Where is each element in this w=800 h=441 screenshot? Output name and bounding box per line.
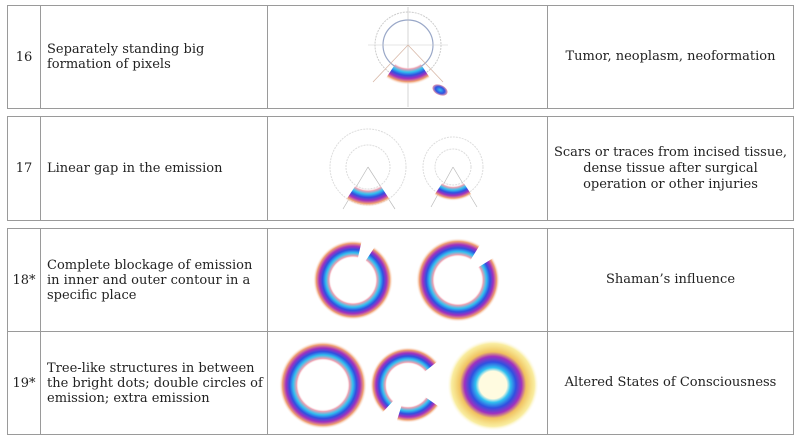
table-row: 17 Linear gap in the emission Scars or t… bbox=[7, 116, 794, 221]
row-description: Complete blockage of emission in inner a… bbox=[41, 229, 268, 331]
row-number: 17 bbox=[8, 117, 41, 220]
emission-image-gap-2 bbox=[418, 136, 487, 207]
row-meaning: Altered States of Consciousness bbox=[564, 375, 777, 390]
emission-image-gap-1 bbox=[327, 128, 408, 209]
row-number: 16 bbox=[8, 6, 41, 108]
emission-image-blockage-1 bbox=[312, 235, 393, 320]
row-meaning: Scars or traces from incised tissue, den… bbox=[553, 144, 788, 192]
emission-image-tree-3 bbox=[447, 339, 538, 431]
row-number: 19* bbox=[8, 332, 41, 434]
row-images bbox=[268, 6, 548, 108]
row-images bbox=[268, 229, 548, 331]
table-row: 19* Tree-like structures in between the … bbox=[7, 331, 794, 435]
emission-image-blockage-2 bbox=[415, 238, 500, 322]
emission-image-tumor bbox=[367, 7, 448, 107]
row-images bbox=[268, 332, 548, 434]
row-meaning: Tumor, neoplasm, neoformation bbox=[565, 49, 776, 64]
row-images bbox=[268, 117, 548, 220]
row-description: Separately standing big formation of pix… bbox=[41, 6, 268, 108]
row-description: Linear gap in the emission bbox=[41, 117, 268, 220]
row-meaning: Shaman’s influence bbox=[605, 272, 736, 287]
table-row: 16 Separately standing big formation of … bbox=[7, 5, 794, 109]
row-number: 18* bbox=[8, 229, 41, 331]
row-description: Tree-like structures in between the brig… bbox=[41, 332, 268, 434]
emission-image-tree-2 bbox=[367, 347, 448, 433]
emission-image-tree-1 bbox=[278, 341, 367, 429]
table-row: 18* Complete blockage of emission in inn… bbox=[7, 228, 794, 332]
